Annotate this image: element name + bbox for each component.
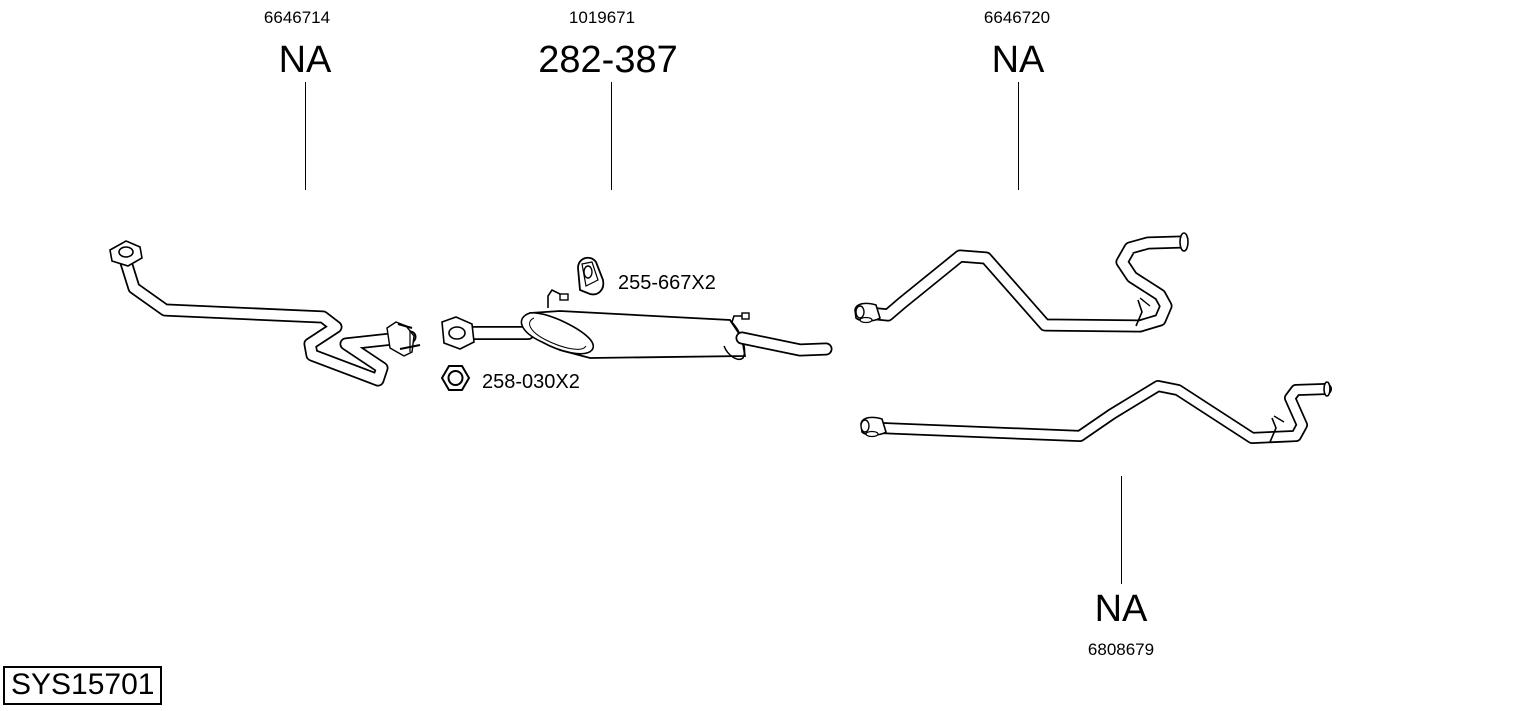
part-number-rear-pipe-upper: 6646720 — [983, 8, 1051, 27]
rear-pipe-lower-drawing — [860, 380, 1332, 444]
leader-line-front-pipe — [305, 82, 306, 190]
accessory-label-rubber-mount: 255-667X2 — [618, 272, 716, 294]
accessory-label-nut: 258-030X2 — [482, 371, 580, 393]
silencer-drawing — [441, 288, 833, 360]
rear-pipe-upper-drawing — [854, 232, 1189, 333]
leader-line-rear-pipe-lower — [1121, 476, 1122, 584]
part-code-rear-pipe-upper: NA — [991, 39, 1045, 81]
front-pipe-drawing — [109, 240, 421, 387]
system-code-box: SYS15701 — [3, 666, 163, 705]
rubber-mount-icon — [577, 256, 605, 296]
part-number-silencer: 1019671 — [568, 8, 636, 27]
part-code-front-pipe: NA — [278, 39, 332, 81]
part-code-rear-pipe-lower: NA — [1094, 588, 1148, 630]
hex-nut-icon — [440, 365, 471, 391]
leader-line-silencer — [611, 82, 612, 190]
part-number-front-pipe: 6646714 — [263, 8, 331, 27]
part-code-silencer: 282-387 — [538, 39, 678, 81]
part-number-rear-pipe-lower: 6808679 — [1087, 640, 1155, 659]
leader-line-rear-pipe-upper — [1018, 82, 1019, 190]
